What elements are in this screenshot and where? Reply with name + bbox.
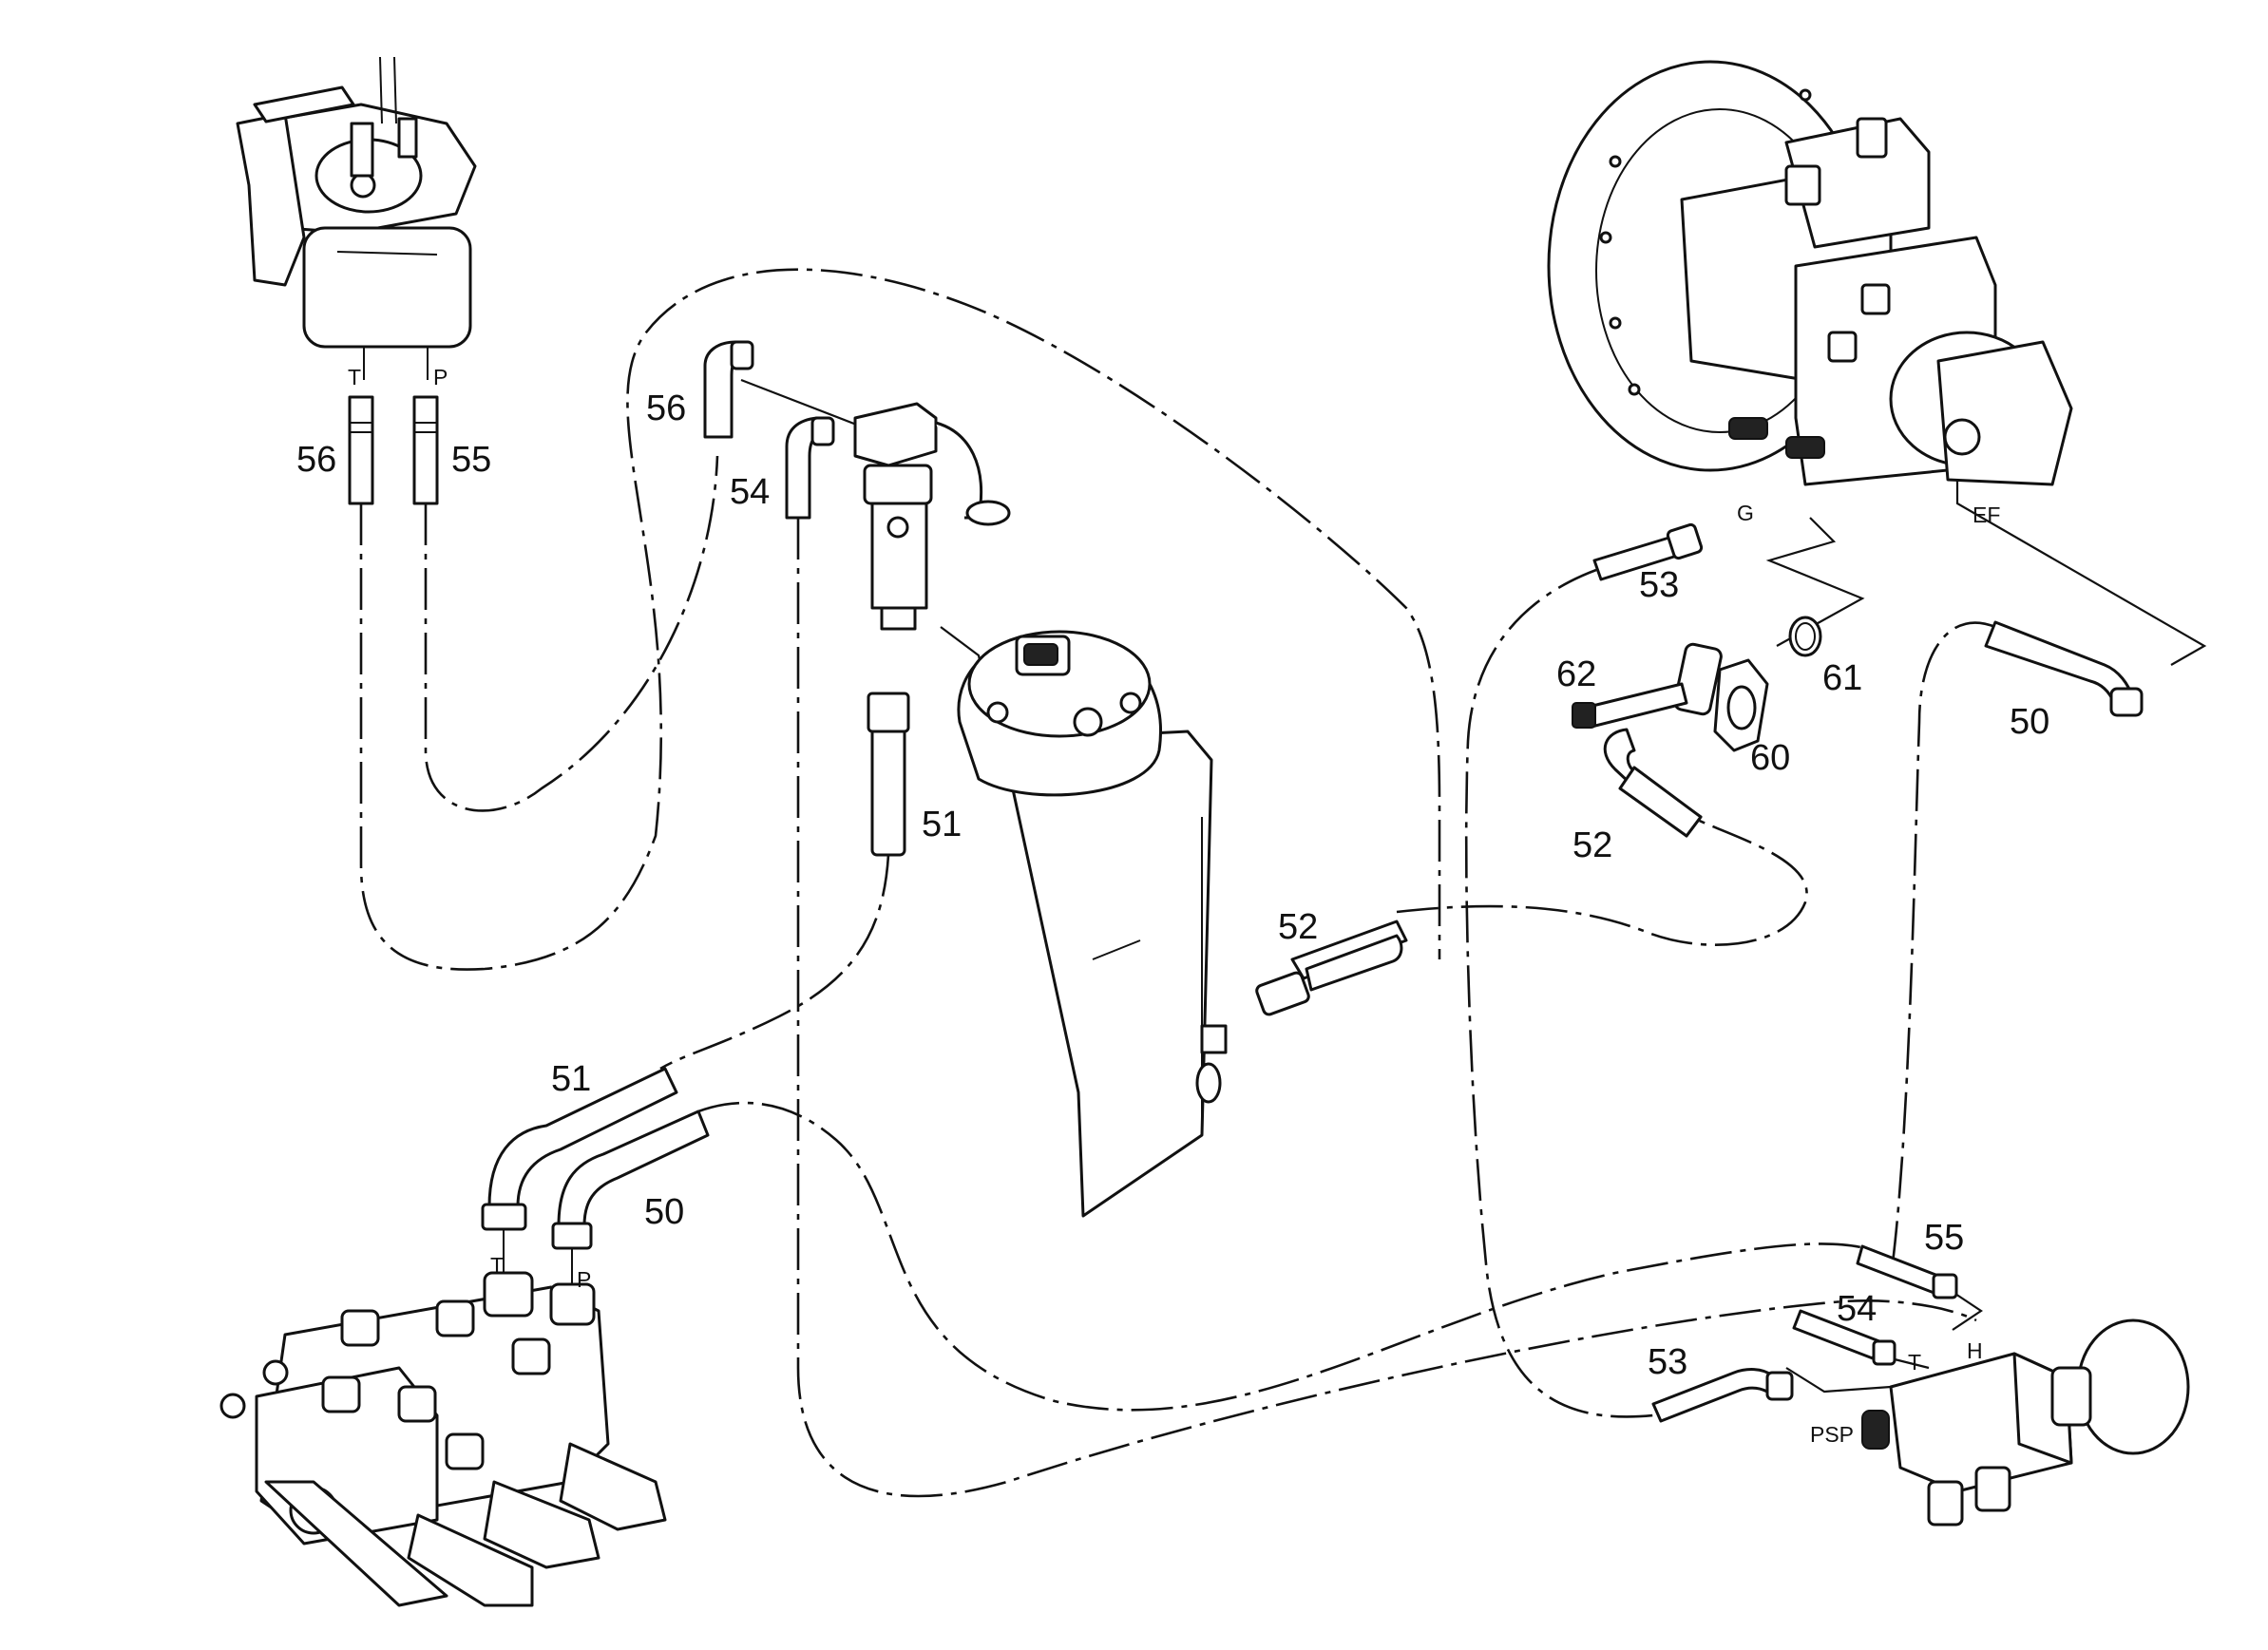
leader-lines [740, 378, 2207, 1394]
hose-routing [359, 268, 1996, 1498]
tank-and-filter [957, 630, 1228, 1218]
callout-51-tank: 51 [922, 805, 962, 844]
hose-50-valve [557, 1109, 710, 1227]
hose-route-56-top [359, 268, 1441, 971]
hose-51-valve [487, 1067, 678, 1208]
port-label-ef: EF [1973, 503, 2000, 527]
callout-54-mid: 54 [730, 472, 770, 512]
callouts: 56 55 56 54 51 51 50 52 53 62 61 60 52 5… [296, 389, 2049, 1382]
port-label-h: H [1967, 1338, 1983, 1363]
valve-hoses [481, 1067, 710, 1287]
port-label-t-valve: T [490, 1253, 504, 1278]
hose-route-52 [1396, 815, 1808, 946]
check-valve-block [853, 402, 1011, 631]
fitting-55-top [412, 395, 439, 505]
port-label-t-top: T [348, 365, 361, 389]
callout-62: 62 [1556, 654, 1596, 694]
control-valve-bank [219, 1271, 667, 1607]
port-label-g: G [1737, 501, 1754, 525]
callout-56-mid: 56 [646, 389, 686, 428]
callout-60: 60 [1750, 738, 1790, 778]
port-label-psp: PSP [1810, 1422, 1854, 1447]
hose-52-mid [1255, 920, 1408, 1016]
port-label-p-valve: P [577, 1267, 591, 1292]
port-labels: T P T P G EF H T PSP [348, 365, 2000, 1447]
hose-route-51 [659, 854, 890, 1071]
tandem-pump-top-left [236, 56, 477, 505]
right-fittings [1572, 522, 2144, 838]
callout-55-top: 55 [451, 440, 491, 480]
callout-55-bottom: 55 [1924, 1218, 1964, 1258]
mid-hoses [703, 340, 910, 857]
leader-h [1952, 1291, 1983, 1331]
callout-53-top: 53 [1639, 565, 1679, 605]
leader-t-accum [1890, 1356, 1930, 1370]
bolt-62 [1583, 682, 1688, 729]
callout-56-top: 56 [296, 440, 336, 480]
callout-54-bottom: 54 [1837, 1289, 1877, 1329]
hose-route-55-top [424, 455, 719, 812]
fitting-56-top [348, 395, 374, 505]
callout-50-valve: 50 [644, 1192, 684, 1232]
hose-route-54 [796, 518, 1977, 1498]
accumulator-valve [1651, 1244, 2190, 1527]
callout-53-bottom: 53 [1648, 1342, 1687, 1382]
leader-psp [1785, 1367, 1892, 1394]
callout-52-mid: 52 [1278, 907, 1318, 947]
hose-route-53 [1464, 568, 1654, 1418]
callout-61: 61 [1822, 658, 1862, 698]
callout-52-right: 52 [1572, 825, 1612, 865]
port-label-t-accum: T [1908, 1350, 1921, 1375]
hose-route-50-valve [697, 1101, 1873, 1412]
callout-50-right: 50 [2010, 702, 2049, 742]
main-pump-assembly [1547, 60, 2073, 486]
port-label-p-top: P [433, 365, 448, 389]
callout-51-valve: 51 [551, 1059, 591, 1099]
hose-route-50-right [1889, 621, 1996, 1279]
leader-g [1765, 517, 1865, 647]
